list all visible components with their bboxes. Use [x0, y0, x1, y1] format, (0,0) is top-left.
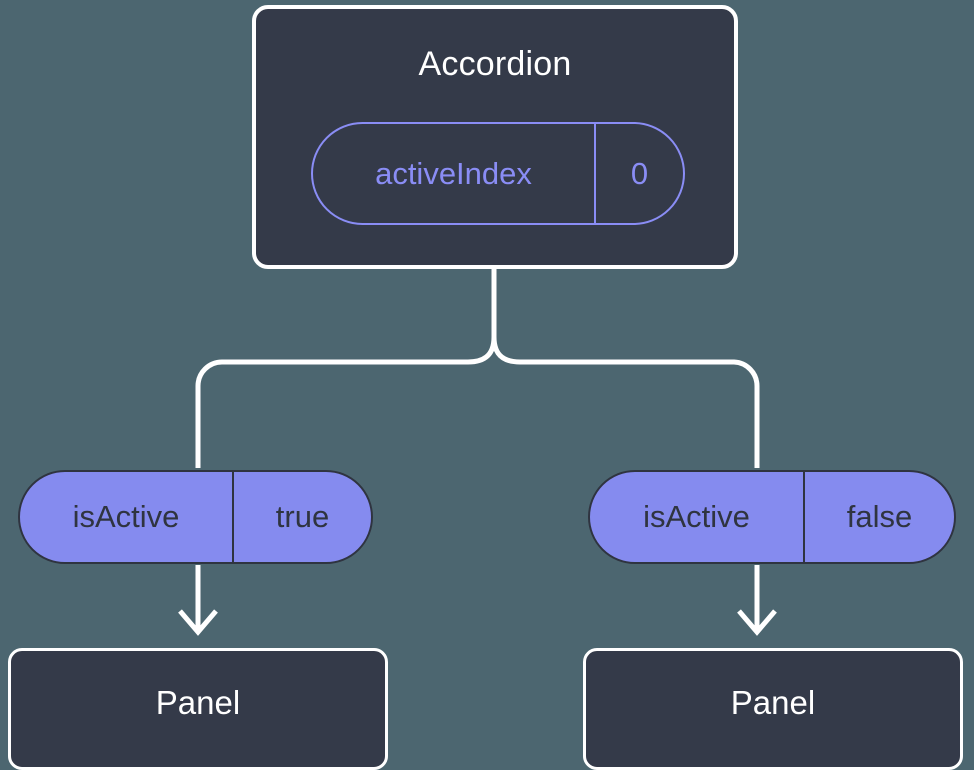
state-value-label: 0	[594, 124, 683, 223]
arrow-down-icon	[737, 609, 777, 636]
prop-key-label: isActive	[643, 499, 750, 534]
panel-label: Panel	[730, 684, 816, 721]
accordion-state-pill[interactable]: activeIndex 0	[311, 122, 685, 225]
accordion-node[interactable]: Accordion activeIndex 0	[252, 5, 738, 269]
panel-node-left[interactable]: Panel	[8, 648, 388, 770]
connector-left-branch	[195, 336, 497, 468]
prop-pill-isactive-false[interactable]: isActive false	[588, 470, 956, 564]
prop-pill-isactive-true[interactable]: isActive true	[18, 470, 373, 564]
accordion-title: Accordion	[418, 45, 572, 83]
prop-value-label: true	[232, 472, 371, 562]
panel-node-right[interactable]: Panel	[583, 648, 963, 770]
panel-label: Panel	[155, 684, 241, 721]
state-key-label: activeIndex	[375, 155, 532, 191]
arrow-down-icon	[178, 609, 218, 636]
prop-key-label: isActive	[72, 499, 180, 534]
connector-right-branch	[491, 336, 760, 468]
prop-value-label: false	[803, 472, 954, 562]
